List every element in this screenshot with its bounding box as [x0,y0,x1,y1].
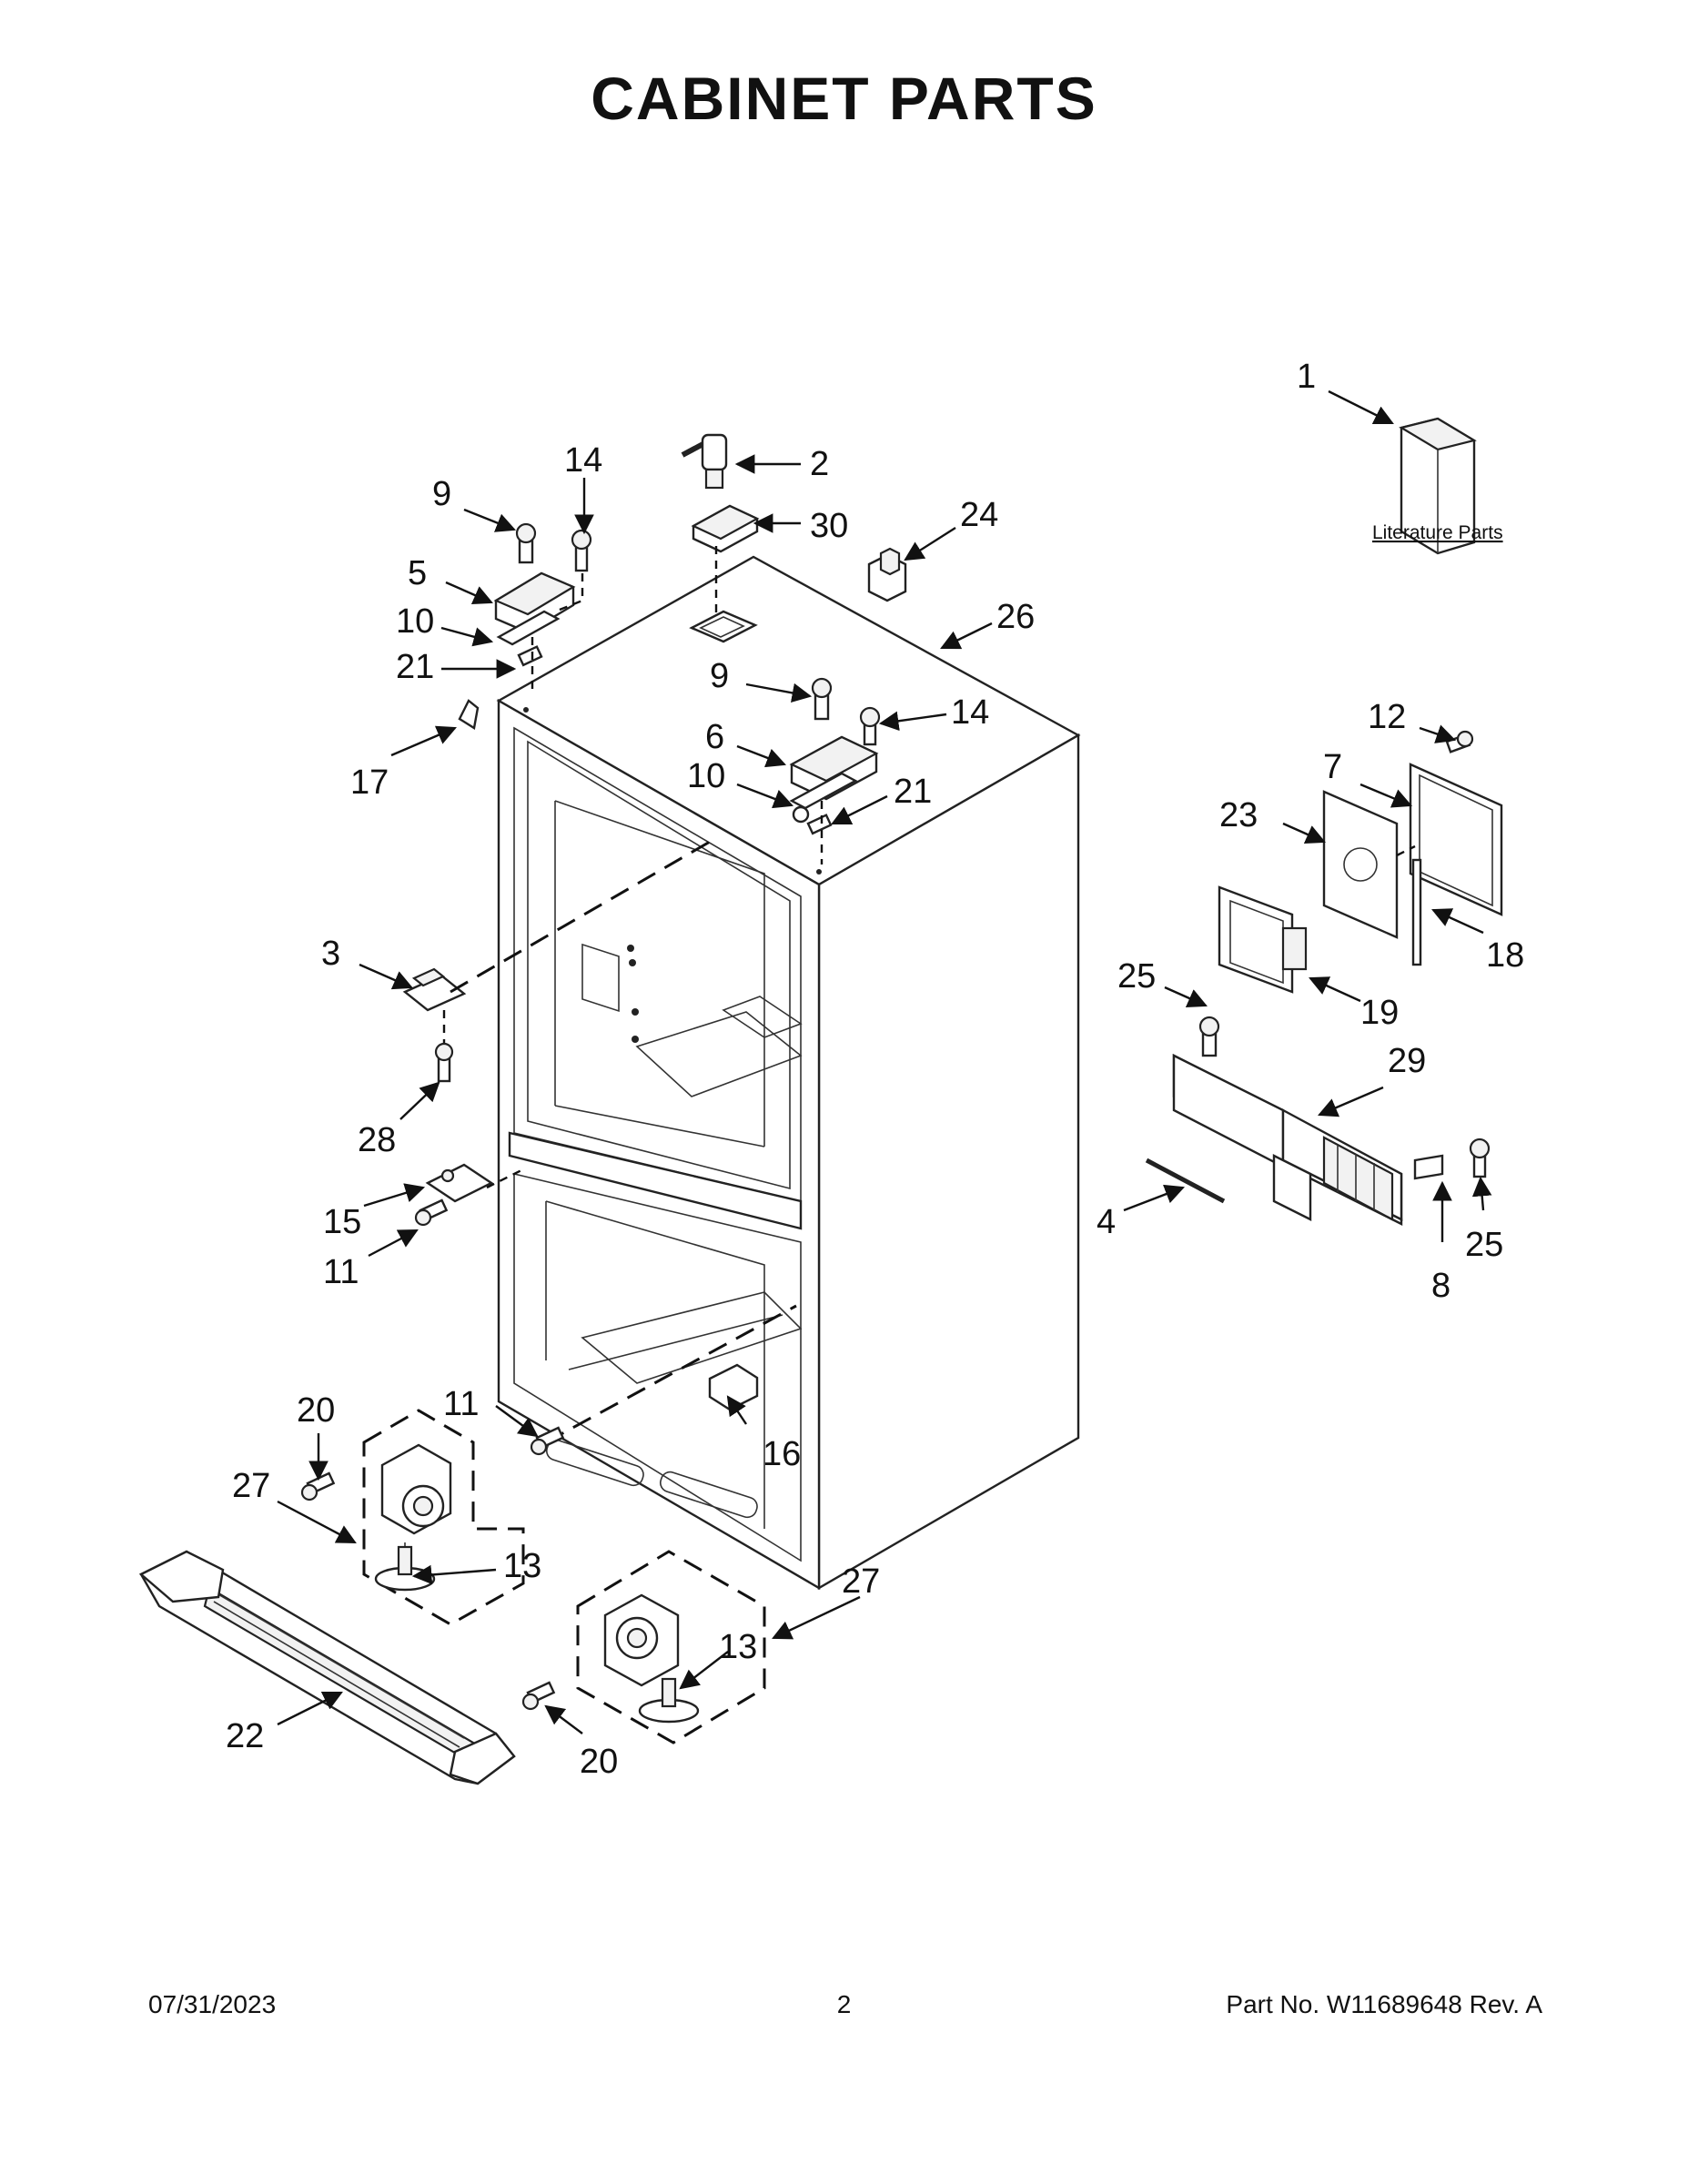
callout-8: 8 [1431,1267,1450,1305]
callout-6: 6 [705,718,724,756]
page-title: CABINET PARTS [591,65,1097,132]
callout-4: 4 [1097,1203,1116,1241]
callout-23: 23 [1219,796,1258,834]
callout-15: 15 [323,1203,361,1241]
callout-24: 24 [960,496,998,534]
water-inlet-fitting [681,433,760,643]
callout-28: 28 [358,1121,396,1159]
callout-14a: 14 [564,441,602,480]
right-roller-assembly [521,1550,766,1744]
callout-30: 30 [810,507,848,545]
callout-10b: 10 [687,757,725,795]
callout-5: 5 [408,554,427,592]
right-top-hinge-assembly [789,677,881,864]
callout-1: 1 [1297,358,1316,396]
callout-20b: 20 [580,1743,618,1781]
callout-21b: 21 [894,773,932,811]
callout-11b: 11 [443,1385,479,1423]
wire-cover-clip [867,547,907,602]
callout-27a: 27 [232,1467,270,1505]
callout-7: 7 [1323,748,1342,786]
toe-grille [138,1550,516,1785]
callout-21a: 21 [396,648,434,686]
callout-17: 17 [350,763,389,802]
callout-2: 2 [810,445,829,483]
callout-25a: 25 [1117,957,1156,996]
callout-16: 16 [763,1435,801,1473]
hinge-shim [458,699,480,730]
callout-13b: 13 [719,1628,757,1666]
left-roller-assembly [300,1409,525,1626]
callout-numbers: 1 2 3 4 5 6 7 8 9 9 10 10 11 11 12 13 13… [226,358,1524,1781]
callout-10a: 10 [396,602,434,641]
literature-parts-label: Literature Parts [1372,522,1503,543]
callout-11a: 11 [323,1253,359,1291]
control-board-assembly [1218,730,1503,994]
callout-26: 26 [996,598,1035,636]
callout-9b: 9 [710,657,729,695]
callout-13a: 13 [503,1547,541,1585]
refrigerator-cabinet [496,555,1081,1591]
callout-9a: 9 [432,475,451,513]
callout-12: 12 [1368,698,1406,736]
callout-18: 18 [1486,936,1524,975]
left-top-hinge-assembly [493,522,592,692]
callout-27b: 27 [842,1562,880,1601]
freezer-bracket [414,1163,524,1227]
callout-19: 19 [1360,994,1399,1032]
callout-14b: 14 [951,693,989,732]
callout-22: 22 [226,1717,264,1755]
callout-29: 29 [1388,1042,1426,1080]
footer-page-number: 2 [836,1990,852,2018]
callout-leaders [277,389,1492,1734]
footer-date: 07/31/2023 [148,1990,277,2018]
machine-compartment-cover [1145,1016,1491,1226]
callout-3: 3 [321,935,340,973]
callout-20a: 20 [297,1391,335,1430]
mullion-bracket [402,840,711,1083]
footer-part-number: Part No. W11689648 Rev. A [1226,1990,1542,2018]
literature-parts-booklet [1399,417,1477,555]
callout-25b: 25 [1465,1226,1503,1264]
